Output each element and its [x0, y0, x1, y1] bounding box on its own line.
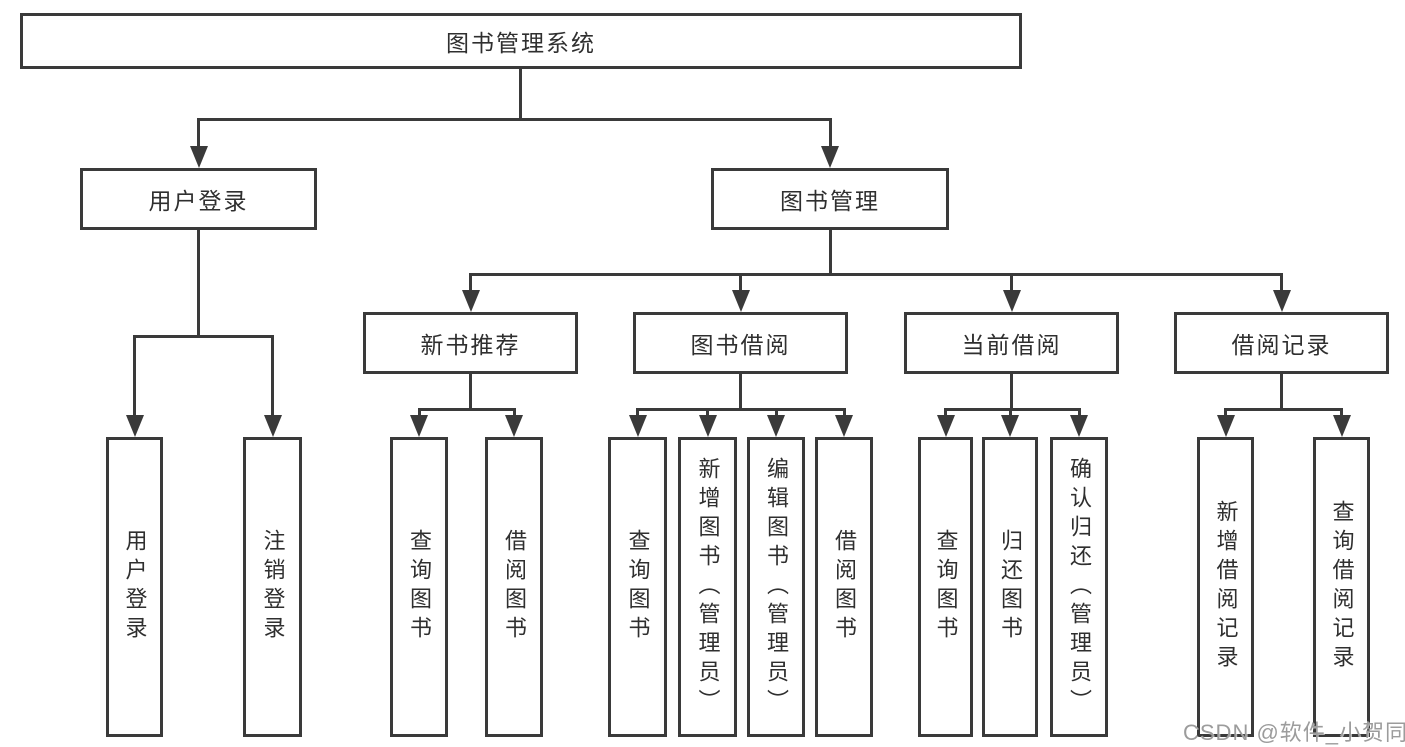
arrowhead-down-icon [732, 290, 750, 312]
connector-drop [843, 408, 846, 420]
connector-book-mgmt-branch [469, 273, 1283, 276]
leaf-return-books: 归还图书 [982, 437, 1038, 737]
leaf-label: 归还图书 [998, 529, 1023, 645]
leaf-label: 查询图书 [407, 529, 432, 645]
leaf-borrow-books-recommend: 借阅图书 [485, 437, 543, 737]
connector-drop [636, 408, 639, 420]
leaf-label: 借阅图书 [502, 529, 527, 645]
arrowhead-down-icon [1001, 415, 1019, 437]
connector-drop [418, 408, 421, 420]
node-new-book-recommendation: 新书推荐 [363, 312, 578, 374]
leaf-label: 查询借阅记录 [1329, 500, 1355, 674]
leaf-add-books-admin: 新增图书（管理员） [678, 437, 737, 737]
connector-drop [1078, 408, 1081, 420]
connector-book-mgmt-stem [829, 230, 832, 275]
leaf-query-books-recommend: 查询图书 [390, 437, 448, 737]
connector-drop [706, 408, 709, 420]
arrowhead-down-icon [1333, 415, 1351, 437]
leaf-label: 编辑图书（管理员） [764, 456, 789, 718]
connector-drop [197, 118, 200, 148]
leaf-user-login: 用户登录 [106, 437, 163, 737]
leaf-logout: 注销登录 [243, 437, 302, 737]
node-borrowing-records: 借阅记录 [1174, 312, 1389, 374]
connector-branch [944, 408, 1081, 411]
connector-user-login-branch [133, 335, 274, 338]
leaf-label: 借阅图书 [832, 529, 857, 645]
connector-drop [1224, 408, 1227, 420]
connector-drop [944, 408, 947, 420]
connector-branch [636, 408, 846, 411]
leaf-add-borrow-record: 新增借阅记录 [1197, 437, 1254, 737]
connector-root-branch [197, 118, 831, 121]
arrowhead-down-icon [937, 415, 955, 437]
connector-stem [739, 374, 742, 410]
arrowhead-down-icon [505, 415, 523, 437]
node-label: 图书管理系统 [446, 30, 596, 56]
connector-branch [1224, 408, 1343, 411]
node-label: 借阅记录 [1231, 332, 1332, 358]
leaf-label: 确认归还（管理员） [1067, 456, 1092, 718]
leaf-borrow-books: 借阅图书 [815, 437, 873, 737]
connector-user-login-stem [197, 230, 200, 337]
connector-drop [775, 408, 778, 420]
connector-stem [1010, 374, 1013, 410]
connector-drop [829, 118, 832, 148]
node-book-management: 图书管理 [711, 168, 949, 230]
node-label: 用户登录 [148, 188, 249, 214]
leaf-query-books-current: 查询图书 [918, 437, 973, 737]
connector-branch [418, 408, 516, 411]
leaf-label: 新增图书（管理员） [695, 456, 721, 718]
connector-drop [513, 408, 516, 420]
arrowhead-down-icon [1273, 290, 1291, 312]
connector-drop [271, 335, 274, 416]
arrowhead-down-icon [835, 415, 853, 437]
leaf-edit-books-admin: 编辑图书（管理员） [747, 437, 805, 737]
node-book-borrowing: 图书借阅 [633, 312, 848, 374]
connector-stem [469, 374, 472, 410]
connector-drop [133, 335, 136, 416]
connector-drop [739, 273, 742, 293]
arrowhead-down-icon [629, 415, 647, 437]
arrowhead-down-icon [699, 415, 717, 437]
arrowhead-down-icon [190, 146, 208, 168]
leaf-label: 用户登录 [122, 529, 148, 645]
arrowhead-down-icon [264, 415, 282, 437]
arrowhead-down-icon [1217, 415, 1235, 437]
connector-drop [1280, 273, 1283, 293]
arrowhead-down-icon [126, 415, 144, 437]
arrowhead-down-icon [410, 415, 428, 437]
connector-stem [1280, 374, 1283, 410]
node-label: 新书推荐 [420, 332, 521, 358]
node-library-management-system: 图书管理系统 [20, 13, 1022, 69]
connector-root-stem [519, 69, 522, 118]
leaf-query-books-borrowing: 查询图书 [608, 437, 667, 737]
node-current-borrowing: 当前借阅 [904, 312, 1119, 374]
leaf-label: 新增借阅记录 [1213, 500, 1239, 674]
arrowhead-down-icon [1003, 290, 1021, 312]
node-label: 当前借阅 [961, 332, 1062, 358]
leaf-query-borrow-record: 查询借阅记录 [1313, 437, 1370, 737]
arrowhead-down-icon [821, 146, 839, 168]
node-user-login: 用户登录 [80, 168, 317, 230]
arrowhead-down-icon [767, 415, 785, 437]
arrowhead-down-icon [462, 290, 480, 312]
leaf-label: 查询图书 [933, 529, 959, 645]
arrowhead-down-icon [1070, 415, 1088, 437]
leaf-confirm-return-admin: 确认归还（管理员） [1050, 437, 1108, 737]
csdn-watermark: CSDN @软件_小贺同学 [1183, 720, 1405, 745]
node-label: 图书借阅 [690, 332, 791, 358]
leaf-label: 查询图书 [625, 529, 651, 645]
connector-drop [1340, 408, 1343, 420]
connector-drop [1010, 273, 1013, 293]
node-label: 图书管理 [780, 188, 880, 214]
connector-drop [1009, 408, 1012, 420]
connector-drop [469, 273, 472, 293]
leaf-label: 注销登录 [260, 529, 286, 645]
